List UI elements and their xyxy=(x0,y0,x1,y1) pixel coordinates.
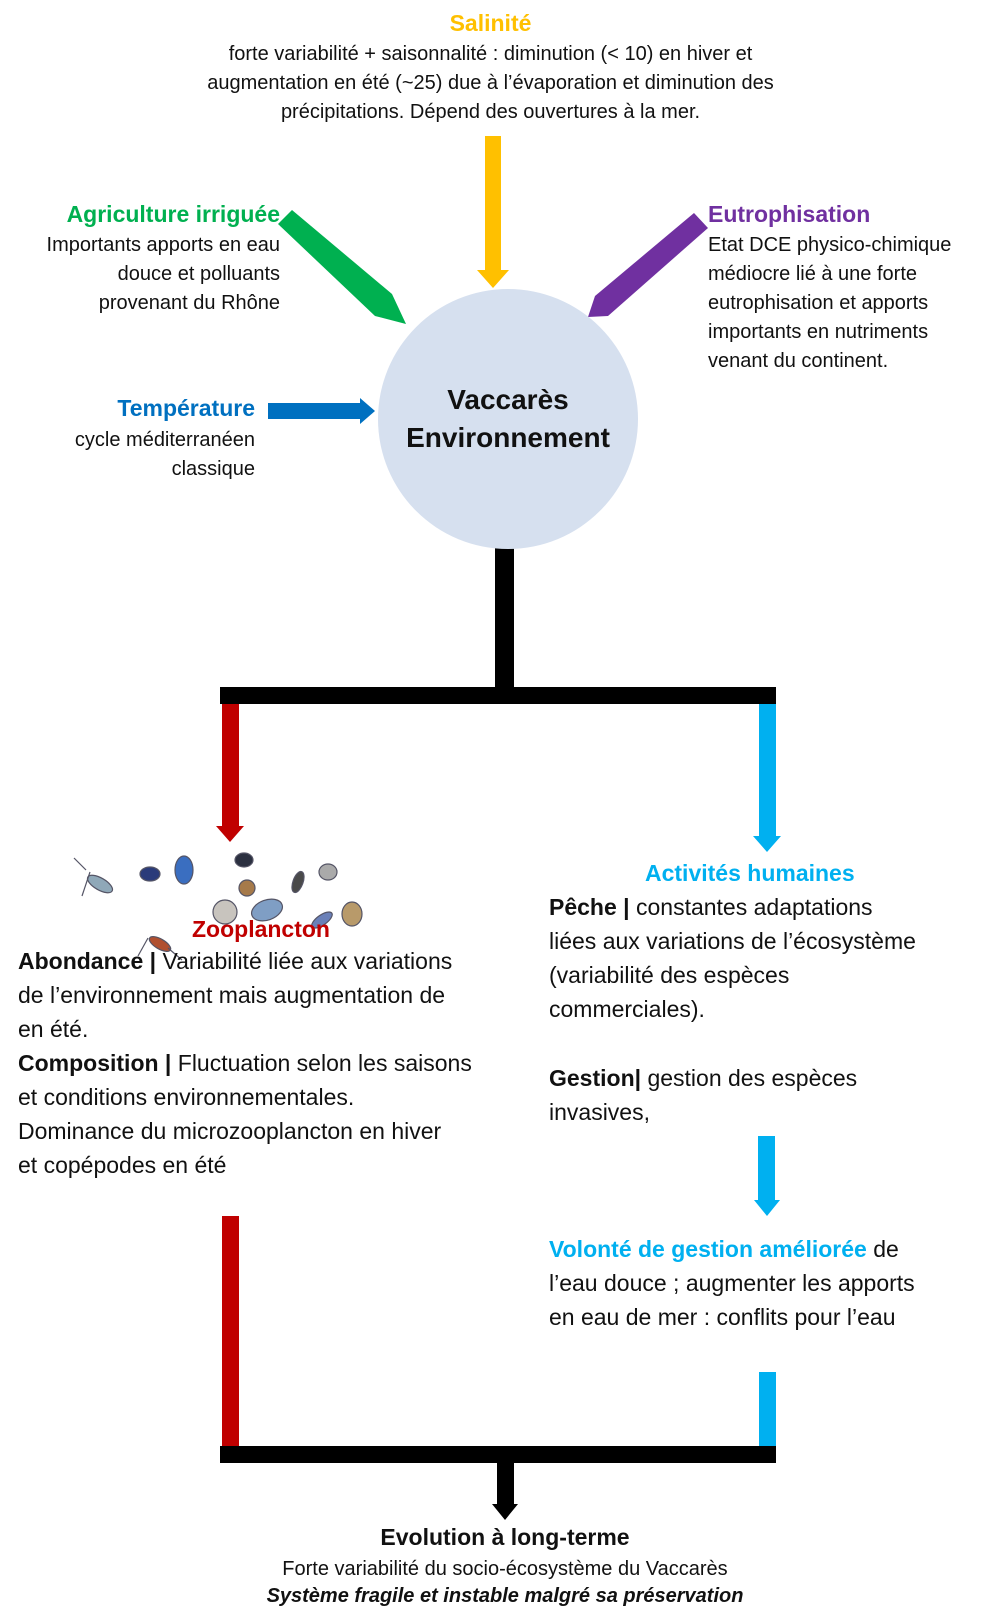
eutrophication-title: Eutrophisation xyxy=(708,201,871,227)
salinity-line1: forte variabilité + saisonnalité : dimin… xyxy=(228,43,753,65)
zooplankton-composition-line4: et copépodes en été xyxy=(18,1152,227,1178)
management-arrow xyxy=(754,1136,780,1216)
agriculture-line2: douce et polluants xyxy=(117,263,280,285)
fishing-key: Pêche | xyxy=(549,894,630,920)
fishing-text-1: constantes adaptations xyxy=(629,894,873,920)
will-text-1: de xyxy=(866,1236,899,1262)
human-arrow xyxy=(753,704,781,852)
hub-stem xyxy=(495,540,514,698)
composition-text-1: Fluctuation selon les saisons xyxy=(171,1050,472,1076)
evolution-line2: Système fragile et instable malgré sa pr… xyxy=(266,1585,744,1607)
temperature-title: Température xyxy=(117,395,255,421)
salinity-title: Salinité xyxy=(449,10,532,36)
evolution-arrow xyxy=(492,1463,518,1520)
zooplankton-abundance-line1: Abondance | Variabilité liée aux variati… xyxy=(18,944,452,978)
plankton-illustration-icon xyxy=(72,852,372,972)
eutrophication-line4: importants en nutriments xyxy=(708,321,929,343)
salinity-line3: précipitations. Dépend des ouvertures à … xyxy=(280,101,701,123)
zooplankton-abundance-line2: de l’environnement mais augmentation de xyxy=(18,982,446,1008)
salinity-arrow xyxy=(477,136,509,288)
zooplankton-composition-line3: Dominance du microzooplancton en hiver xyxy=(18,1118,442,1144)
hub-line2: Environnement xyxy=(406,422,610,453)
agriculture-line1: Importants apports en eau xyxy=(46,234,280,256)
hub-circle: Vaccarès Environnement xyxy=(378,289,638,549)
human-will-line3: en eau de mer : conflits pour l’eau xyxy=(549,1304,896,1330)
human-title: Activités humaines xyxy=(645,860,855,886)
temperature-arrow xyxy=(268,398,375,424)
human-management-line1: Gestion| gestion des espèces xyxy=(549,1061,857,1095)
evolution-line1: Forte variabilité du socio-écosystème du… xyxy=(282,1558,728,1580)
agriculture-title: Agriculture irriguée xyxy=(66,201,280,227)
zooplankton-arrow xyxy=(216,704,244,842)
hub-line1: Vaccarès xyxy=(447,384,569,415)
human-will-line2: l’eau douce ; augmenter les apports xyxy=(549,1270,915,1296)
zooplankton-composition-line2: et conditions environnementales. xyxy=(18,1084,355,1110)
human-fishing-line4: commerciales). xyxy=(549,996,705,1022)
composition-key: Composition | xyxy=(18,1050,172,1076)
zooplankton-composition-line1: Composition | Fluctuation selon les sais… xyxy=(18,1046,472,1080)
human-fishing-line3: (variabilité des espèces xyxy=(549,962,790,988)
eutrophication-line1: Etat DCE physico-chimique xyxy=(708,234,952,256)
salinity-line2: augmentation en été (~25) due à l’évapor… xyxy=(207,72,774,94)
agriculture-arrow xyxy=(278,210,406,324)
will-key: Volonté de gestion améliorée xyxy=(549,1236,867,1262)
human-management-line2: invasives, xyxy=(549,1099,650,1125)
eutrophication-arrow xyxy=(588,213,708,317)
temperature-line2: classique xyxy=(171,458,255,480)
lower-bar xyxy=(220,1446,776,1463)
human-will-line1: Volonté de gestion améliorée de xyxy=(549,1232,899,1266)
zooplankton-title: Zooplancton xyxy=(192,916,330,942)
management-text-1: gestion des espèces xyxy=(641,1065,858,1091)
zooplankton-abundance-line3: en été. xyxy=(18,1016,89,1042)
agriculture-line3: provenant du Rhône xyxy=(98,292,280,314)
zooplankton-line xyxy=(222,1216,239,1446)
evolution-title: Evolution à long-terme xyxy=(380,1524,630,1550)
human-fishing-line2: liées aux variations de l’écosystème xyxy=(549,928,916,954)
temperature-line1: cycle méditerranéen xyxy=(74,429,255,451)
eutrophication-line5: venant du continent. xyxy=(708,350,889,372)
management-key: Gestion| xyxy=(549,1065,642,1091)
human-fishing-line1: Pêche | constantes adaptations xyxy=(549,890,873,924)
abundance-text-1: Variabilité liée aux variations xyxy=(156,948,453,974)
human-line xyxy=(759,1372,776,1446)
abundance-key: Abondance | xyxy=(18,948,157,974)
eutrophication-line2: médiocre lié à une forte xyxy=(708,263,918,285)
upper-bar xyxy=(220,687,776,704)
eutrophication-line3: eutrophisation et apports xyxy=(708,292,929,314)
